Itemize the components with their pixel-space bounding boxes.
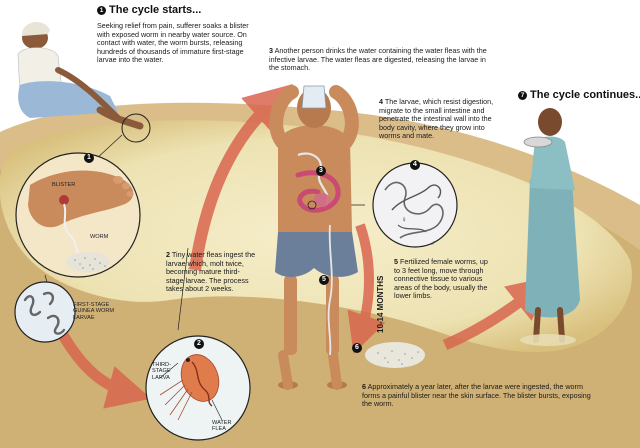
step-4-text: 4 The larvae, which resist digestion, mi… (379, 98, 497, 141)
label-first-stage-larvae: FIRST-STAGE GUINEA WORM LARVAE (73, 302, 123, 321)
badge-start: 1 (97, 6, 106, 15)
step-3-body: Another person drinks the water containi… (269, 46, 487, 72)
marker-5: 5 (319, 275, 329, 285)
svg-text:♂: ♂ (430, 239, 436, 248)
heading-start-text: The cycle starts... (109, 4, 201, 16)
label-blister: BLISTER (52, 182, 75, 188)
label-10-14-months: 10-14 MONTHS (376, 276, 385, 333)
marker-1: 1 (84, 153, 94, 163)
step-3-text: 3 Another person drinks the water contai… (269, 47, 494, 73)
badge-continues: 7 (518, 91, 527, 100)
heading-cycle-continues: 7The cycle continues... (518, 89, 640, 101)
step-2-body: Tiny water fleas ingest the larvae which… (166, 250, 255, 293)
heading-cycle-starts: 1The cycle starts... (97, 4, 201, 16)
woman-with-bowl (520, 108, 580, 346)
label-water-flea: WATER FLEA (212, 420, 242, 433)
marker-2: 2 (194, 339, 204, 349)
heading-continues-text: The cycle continues... (530, 89, 640, 101)
marker-6: 6 (352, 343, 362, 353)
label-worm: WORM (90, 234, 108, 240)
blister-patch (365, 342, 425, 368)
foot-inset (16, 153, 140, 277)
marker-3: 3 (316, 166, 326, 176)
step-1-text: Seeking relief from pain, sufferer soaks… (97, 22, 257, 65)
larvae-inset (15, 282, 75, 342)
step-4-body: The larvae, which resist digestion, migr… (379, 97, 493, 140)
marker-4: 4 (410, 160, 420, 170)
step-2-text: 2 Tiny water fleas ingest the larvae whi… (166, 251, 256, 294)
step-6-body: Approximately a year later, after the la… (362, 382, 591, 408)
step-6-text: 6 Approximately a year later, after the … (362, 383, 600, 409)
step-5-body: Fertilized female worms, up to 3 feet lo… (394, 257, 488, 300)
worms-inset: ♀ ♂ (373, 163, 457, 248)
svg-text:♀: ♀ (401, 215, 407, 224)
step-5-text: 5 Fertilized female worms, up to 3 feet … (394, 258, 494, 301)
label-third-stage-larva: THIRD-STAGE LARVA (152, 362, 188, 381)
